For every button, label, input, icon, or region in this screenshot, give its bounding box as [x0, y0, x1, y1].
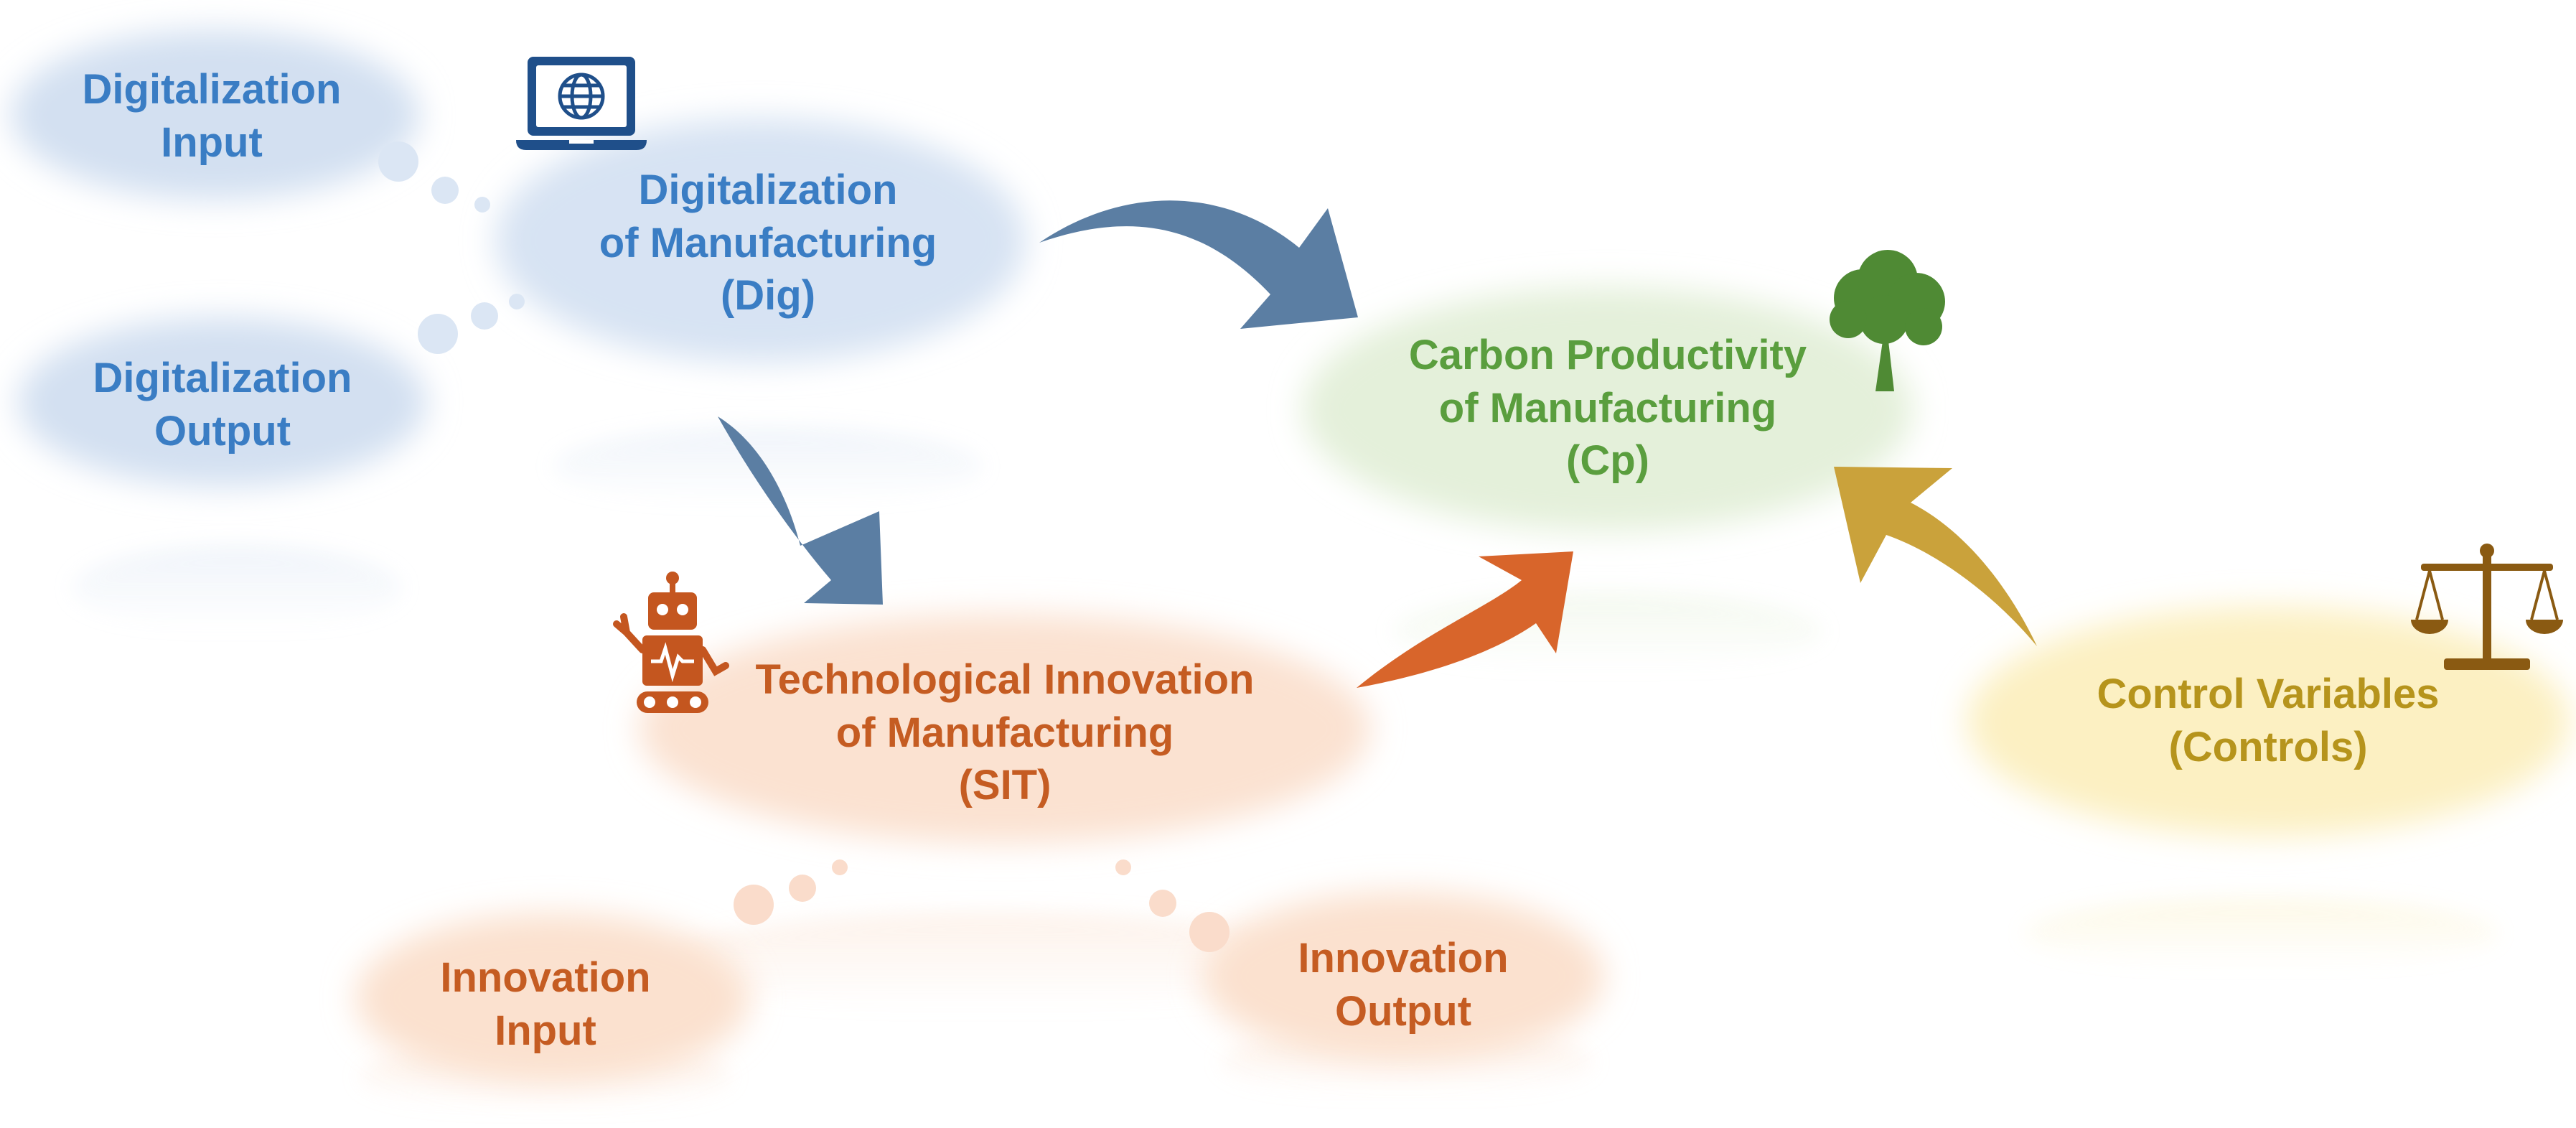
thought-dots-orange: [734, 859, 1230, 952]
sit-label: Technological Innovation of Manufacturin…: [718, 653, 1292, 812]
sit-line2: of Manufacturing: [835, 709, 1174, 756]
ellipse-cp: [1303, 287, 1913, 531]
robot-icon: [613, 572, 729, 713]
innov-input-line1: Innovation: [440, 954, 651, 1001]
controls-label: Control Variables (Controls): [2010, 668, 2526, 773]
controls-line1: Control Variables: [2097, 671, 2440, 717]
arrow-dig-to-sit: [718, 416, 883, 605]
cloud-digitalization-input: [11, 30, 420, 200]
innov-output-line2: Output: [1334, 987, 1472, 1035]
innov-input-label: Innovation Input: [402, 951, 689, 1057]
ellipse-sit: [639, 614, 1371, 844]
dig-line3: (Dig): [720, 272, 816, 320]
dig-input-line1: Digitalization: [82, 66, 342, 113]
arrow-dig-to-cp: [1039, 200, 1358, 329]
cp-line3: (Cp): [1566, 437, 1649, 485]
dig-output-line2: Output: [154, 407, 291, 455]
innov-output-label: Innovation Output: [1260, 932, 1547, 1038]
arrow-sit-to-cp: [1357, 551, 1573, 688]
dig-output-label: Digitalization Output: [75, 352, 370, 457]
dig-input-line2: Input: [161, 118, 263, 166]
reflections: [72, 427, 2498, 1113]
laptop-globe-icon: [516, 57, 647, 150]
dig-label: Digitalization of Manufacturing (Dig): [553, 164, 983, 322]
cp-line2: of Manufacturing: [1438, 384, 1777, 432]
tree-icon: [1830, 250, 1945, 391]
innov-output-line1: Innovation: [1298, 935, 1509, 982]
cloud-innovation-output: [1202, 892, 1604, 1061]
innov-input-line2: Input: [495, 1007, 596, 1054]
controls-line2: (Controls): [2168, 723, 2368, 770]
cp-label: Carbon Productivity of Manufacturing (Cp…: [1364, 329, 1852, 488]
sit-line3: (SIT): [958, 762, 1052, 809]
cloud-innovation-input: [355, 913, 750, 1083]
dig-output-line1: Digitalization: [93, 355, 352, 401]
thought-dots-blue: [378, 141, 525, 354]
cloud-digitalization-output: [18, 317, 427, 487]
dig-line1: Digitalization: [638, 167, 898, 213]
cp-line1: Carbon Productivity: [1408, 332, 1807, 378]
scales-icon: [2411, 544, 2563, 670]
sit-line1: Technological Innovation: [755, 656, 1255, 703]
dig-input-label: Digitalization Input: [65, 63, 359, 169]
dig-line2: of Manufacturing: [599, 219, 937, 266]
ellipse-controls: [1967, 607, 2570, 836]
ellipse-dig: [495, 118, 1026, 363]
arrow-controls-to-cp: [1834, 467, 2037, 646]
